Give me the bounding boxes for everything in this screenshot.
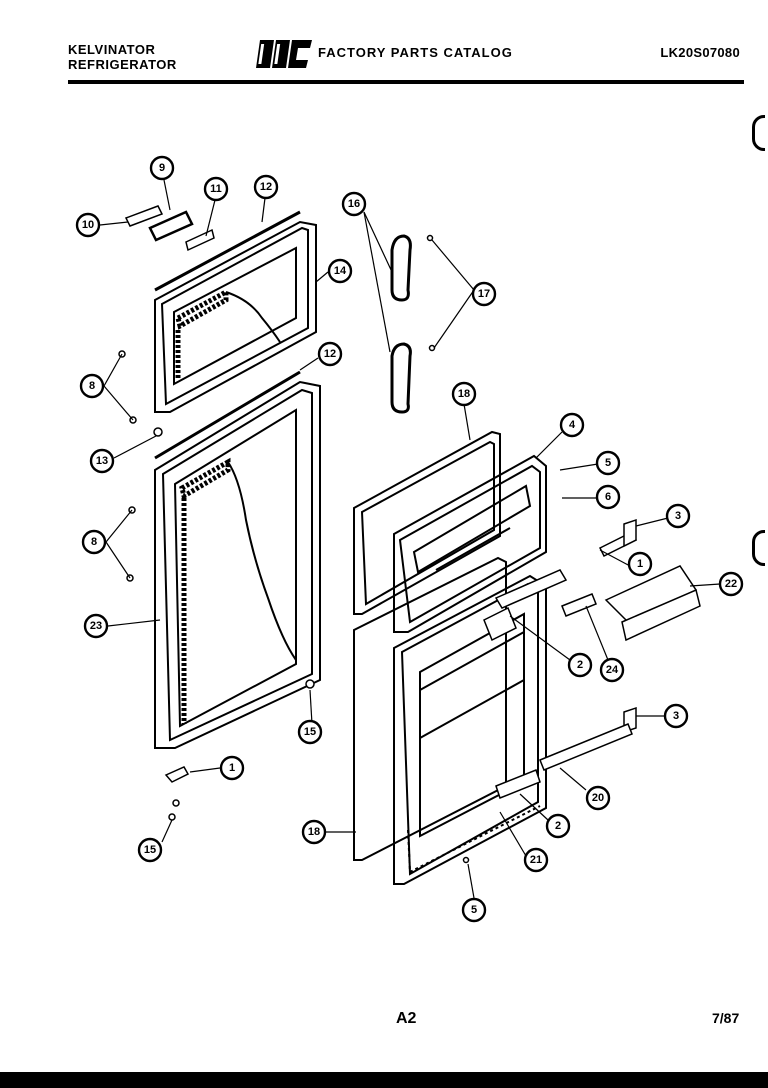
callout-13-left: 13 <box>89 448 115 474</box>
catalog-title: FACTORY PARTS CATALOG <box>318 45 513 60</box>
callout-16: 16 <box>341 191 367 217</box>
callout-4: 4 <box>559 412 585 438</box>
svg-text:2: 2 <box>577 659 583 671</box>
svg-text:20: 20 <box>592 792 604 804</box>
svg-text:16: 16 <box>348 198 360 210</box>
svg-text:18: 18 <box>458 388 470 400</box>
svg-text:6: 6 <box>605 491 611 503</box>
model-code: LK20S07080 <box>660 45 740 60</box>
callout-15-left: 15 <box>137 837 163 863</box>
svg-text:2: 2 <box>555 820 561 832</box>
callout-24: 24 <box>599 657 625 683</box>
callout-15-right: 15 <box>297 719 323 745</box>
callout-2-top: 2 <box>567 652 593 678</box>
svg-text:14: 14 <box>334 265 347 277</box>
svg-text:23: 23 <box>90 620 102 632</box>
callout-3-top: 3 <box>665 503 691 529</box>
svg-text:9: 9 <box>159 162 165 174</box>
callout-12-mid: 12 <box>317 341 343 367</box>
page-number: A2 <box>396 1010 417 1027</box>
callout-17: 17 <box>471 281 497 307</box>
callout-10-top: 10 <box>75 212 101 238</box>
callout-21: 21 <box>523 847 549 873</box>
callout-1-right: 1 <box>627 551 653 577</box>
brand-name: KELVINATOR <box>68 42 156 57</box>
svg-text:8: 8 <box>89 380 95 392</box>
svg-text:24: 24 <box>606 664 619 676</box>
callout-5-top: 5 <box>595 450 621 476</box>
svg-text:12: 12 <box>324 348 336 360</box>
callout-1-left: 1 <box>219 755 245 781</box>
svg-text:1: 1 <box>229 762 235 774</box>
svg-text:12: 12 <box>260 181 272 193</box>
svg-text:5: 5 <box>605 457 611 469</box>
freezer-door <box>154 210 317 413</box>
callout-6: 6 <box>595 484 621 510</box>
svg-text:15: 15 <box>304 726 316 738</box>
bottom-border-bar <box>0 1072 768 1088</box>
callout-12-top: 12 <box>253 174 279 200</box>
svg-text:17: 17 <box>478 288 490 300</box>
product-name: REFRIGERATOR <box>68 57 177 72</box>
callout-5-bottom: 5 <box>461 897 487 923</box>
callout-22: 22 <box>718 571 744 597</box>
svg-text:1: 1 <box>637 558 643 570</box>
svg-text:8: 8 <box>91 536 97 548</box>
callout-18-bottom: 18 <box>301 819 327 845</box>
svg-text:21: 21 <box>530 854 542 866</box>
header-left: KELVINATOR REFRIGERATOR <box>68 42 177 72</box>
callout-2-bottom: 2 <box>545 813 571 839</box>
binder-edge-mark-bottom <box>752 530 765 566</box>
header-rule <box>68 80 744 84</box>
svg-text:18: 18 <box>308 826 320 838</box>
callout-14: 14 <box>327 258 353 284</box>
wci-logo <box>256 40 312 68</box>
svg-text:22: 22 <box>725 578 737 590</box>
svg-text:11: 11 <box>210 183 222 195</box>
svg-text:3: 3 <box>675 510 681 522</box>
nameplates <box>124 205 215 252</box>
callout-23: 23 <box>83 613 109 639</box>
svg-text:3: 3 <box>673 710 679 722</box>
callout-8-upper: 8 <box>79 373 105 399</box>
fresh-food-door <box>154 370 321 749</box>
leader-lines <box>99 179 721 899</box>
revision-date: 7/87 <box>712 1010 740 1026</box>
svg-text:5: 5 <box>471 904 477 916</box>
freezer-door-liner <box>353 430 547 633</box>
callout-9-top: 9 <box>149 155 175 181</box>
callout-11: 11 <box>203 176 229 202</box>
callout-18-top: 18 <box>451 381 477 407</box>
binder-edge-mark-top <box>752 115 765 151</box>
door-handles <box>390 234 436 414</box>
svg-text:4: 4 <box>569 419 576 431</box>
svg-text:10: 10 <box>82 219 94 231</box>
callout-8-lower: 8 <box>81 529 107 555</box>
svg-text:13: 13 <box>96 455 108 467</box>
svg-text:15: 15 <box>144 844 156 856</box>
callout-20: 20 <box>585 785 611 811</box>
shelves-and-bins <box>462 518 701 864</box>
callout-3-bottom: 3 <box>663 703 689 729</box>
